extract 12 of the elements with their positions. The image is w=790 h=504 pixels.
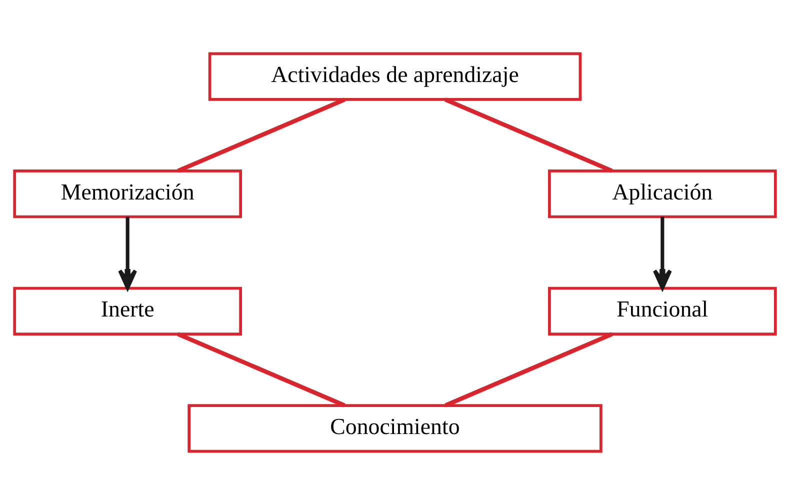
connector	[177, 332, 346, 407]
node-box: Inerte	[13, 286, 242, 335]
connector	[177, 97, 346, 172]
node-box: Funcional	[548, 286, 777, 335]
arrow	[118, 216, 138, 290]
node-box: Conocimiento	[188, 404, 602, 452]
node-box: Memorización	[13, 169, 242, 218]
arrow	[652, 216, 672, 290]
node-box: Actividades de aprendizaje	[208, 52, 582, 100]
connector	[444, 97, 613, 172]
node-box: Aplicación	[548, 169, 777, 218]
connector	[444, 332, 613, 407]
